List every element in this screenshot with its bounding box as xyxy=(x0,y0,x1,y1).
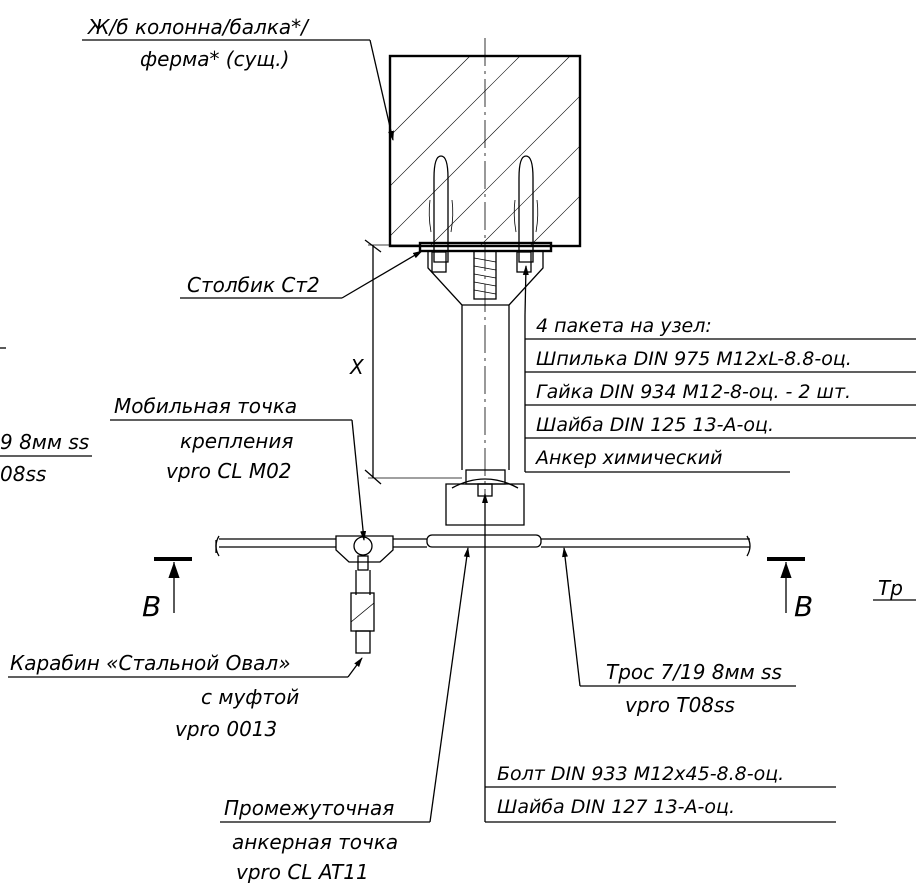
label-left-cut-2: 08ss xyxy=(0,462,46,486)
leader-mobile xyxy=(110,419,367,541)
label-left-cut-1: 9 8мм ss xyxy=(0,430,89,454)
label-post: Столбик Ст2 xyxy=(187,273,320,297)
label-cable-1: Трос 7/19 8мм ss xyxy=(606,660,782,684)
label-pack-2: Гайка DIN 934 M12-8-оц. - 2 шт. xyxy=(536,381,851,403)
label-column: Ж/б колонна/балка*/ xyxy=(86,15,310,39)
cable xyxy=(215,535,751,557)
section-marker-right xyxy=(767,557,805,613)
label-carabiner-3: vpro 0013 xyxy=(175,717,277,741)
anchor-studs xyxy=(428,155,539,263)
label-column-2: ферма* (сущ.) xyxy=(140,47,289,71)
leader-bolt xyxy=(482,493,836,823)
section-marker-left xyxy=(154,557,192,613)
leader-cable xyxy=(562,547,796,687)
label-anchor-3: vpro CL AT11 xyxy=(236,860,369,884)
label-mobile-3: vpro CL M02 xyxy=(166,459,292,483)
label-anchor-2: анкерная точка xyxy=(232,830,398,854)
label-section-right: В xyxy=(794,590,813,623)
label-dimension-x: X xyxy=(349,355,365,379)
label-mobile-1: Мобильная точка xyxy=(114,394,297,418)
concrete-column xyxy=(388,54,582,248)
leader-column xyxy=(82,39,394,141)
label-pack-header: 4 пакета на узел: xyxy=(536,315,712,337)
label-carabiner-1: Карабин «Стальной Овал» xyxy=(10,651,291,675)
label-carabiner-2: с муфтой xyxy=(201,685,299,709)
pack-table-lines xyxy=(522,265,916,473)
label-cable-2: vpro T08ss xyxy=(625,693,735,717)
leader-post xyxy=(180,250,423,299)
label-bolt: Болт DIN 933 M12x45-8.8-оц. xyxy=(497,763,784,785)
leader-anchor xyxy=(220,547,470,823)
label-pack-1: Шпилька DIN 975 M12xL-8.8-оц. xyxy=(536,348,852,370)
label-mobile-2: крепления xyxy=(180,429,293,453)
dimension-x xyxy=(364,239,462,485)
label-right-cut: Тр xyxy=(878,576,903,600)
mobile-point-device xyxy=(335,535,394,654)
label-anchor-1: Промежуточная xyxy=(224,796,394,820)
label-washer: Шайба DIN 127 13-А-оц. xyxy=(497,796,735,818)
label-section-left: В xyxy=(142,590,161,623)
label-pack-4: Анкер химический xyxy=(534,447,723,469)
leader-carabiner xyxy=(8,657,363,678)
label-pack-3: Шайба DIN 125 13-А-оц. xyxy=(536,414,774,436)
